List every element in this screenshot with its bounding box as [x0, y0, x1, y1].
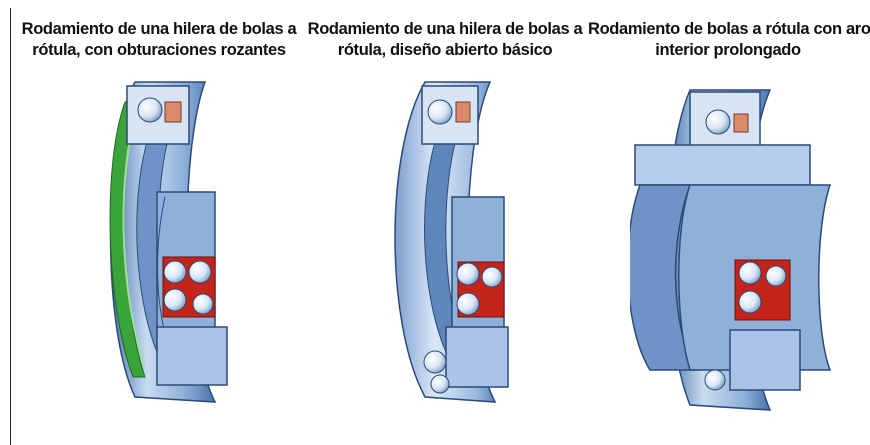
extended-ring-bearing-illustration — [630, 89, 832, 411]
caption-line: interior prolongado — [655, 41, 801, 59]
sealed-bearing-illustration — [109, 81, 228, 403]
caption-line: Rodamiento de bolas a rótula con aro — [588, 20, 870, 38]
caption-line: rótula, con obturaciones rozantes — [32, 41, 286, 59]
frame-left-border — [10, 8, 11, 445]
caption-extended-ring-bearing: Rodamiento de bolas a rótula con aro int… — [588, 19, 870, 61]
caption-sealed-bearing: Rodamiento de una hilera de bolas a rótu… — [14, 19, 304, 61]
open-bearing-illustration — [394, 81, 509, 403]
caption-line: rótula, diseño abierto básico — [337, 41, 553, 59]
caption-open-bearing: Rodamiento de una hilera de bolas a rótu… — [300, 19, 590, 61]
caption-line: Rodamiento de una hilera de bolas a — [21, 20, 297, 38]
caption-line: Rodamiento de una hilera de bolas a — [307, 20, 583, 38]
